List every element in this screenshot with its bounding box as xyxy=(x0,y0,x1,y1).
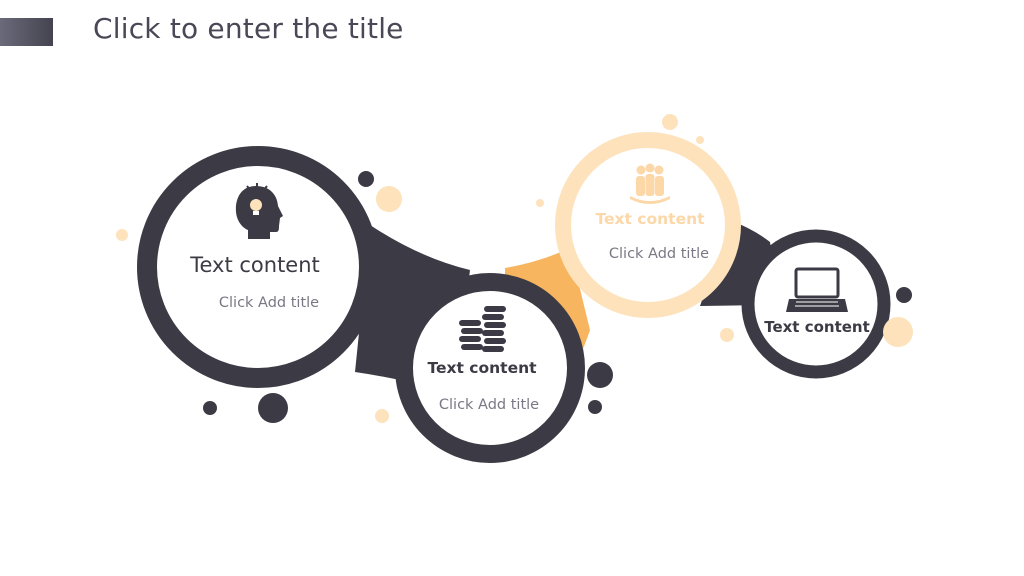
dot xyxy=(358,171,374,187)
node-4-heading[interactable]: Text content xyxy=(764,318,870,336)
node-2-heading[interactable]: Text content xyxy=(427,359,537,377)
title-accent-bar xyxy=(0,18,53,46)
dot xyxy=(587,362,613,388)
head-lightbulb-icon xyxy=(235,183,283,239)
node-3-subtitle[interactable]: Click Add title xyxy=(608,246,710,262)
dot xyxy=(258,393,288,423)
dot xyxy=(720,328,734,342)
dot xyxy=(588,400,602,414)
dot xyxy=(536,199,544,207)
dot xyxy=(203,401,217,415)
dot xyxy=(116,229,128,241)
decorative-dots xyxy=(116,114,913,423)
ring-2 xyxy=(395,273,585,463)
node-1-heading[interactable]: Text content xyxy=(190,253,320,277)
ring-3 xyxy=(555,132,741,318)
dot xyxy=(662,114,678,130)
dot xyxy=(375,409,389,423)
dot xyxy=(696,136,704,144)
laptop-icon xyxy=(786,267,848,312)
node-1-subtitle[interactable]: Click Add title xyxy=(218,295,320,311)
dot xyxy=(896,287,912,303)
dot xyxy=(883,317,913,347)
node-3-heading[interactable]: Text content xyxy=(595,210,705,228)
ring-1 xyxy=(137,146,379,388)
slide-title[interactable]: Click to enter the title xyxy=(93,12,404,45)
dot xyxy=(376,186,402,212)
node-2-subtitle[interactable]: Click Add title xyxy=(438,397,540,413)
people-group-icon xyxy=(630,163,670,204)
coin-stacks-icon xyxy=(459,306,506,352)
